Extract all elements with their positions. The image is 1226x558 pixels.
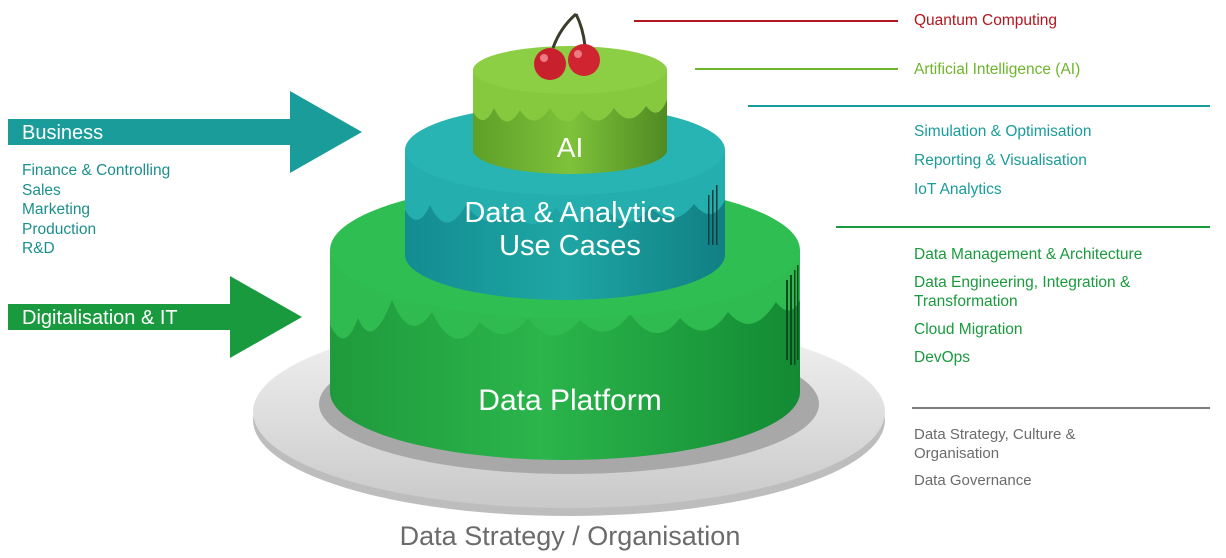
cherry-icon xyxy=(534,12,600,80)
ai-rule xyxy=(695,68,898,70)
footer-caption: Data Strategy / Organisation xyxy=(399,521,741,551)
use-case-item: Simulation & Optimisation xyxy=(914,123,1092,140)
use-cases-rule xyxy=(748,105,1210,107)
use-cases-line-2: Use Cases xyxy=(499,230,641,262)
digitalisation-label: Digitalisation & IT xyxy=(22,307,178,329)
business-label: Business xyxy=(22,122,104,144)
digitalisation-arrow xyxy=(8,276,302,358)
quantum-rule xyxy=(634,20,898,22)
quantum-computing-text: Quantum Computing xyxy=(914,12,1058,29)
strategy-item: Data Strategy, Culture & Organisation xyxy=(914,426,1076,462)
strategy-list: Data Strategy, Culture & Organisation Da… xyxy=(914,425,1164,490)
strategy-item: Data Governance xyxy=(914,472,1032,489)
use-case-item: IoT Analytics xyxy=(914,181,1002,198)
strategy-rule xyxy=(912,407,1210,409)
platform-list: Data Management & Architecture Data Engi… xyxy=(914,245,1214,367)
business-arrow xyxy=(8,91,362,173)
business-unit: Marketing xyxy=(22,201,91,218)
business-unit: R&D xyxy=(22,240,55,257)
platform-item: Data Management & Architecture xyxy=(914,246,1143,263)
platform-item: Data Engineering, Integration & Transfor… xyxy=(914,274,1131,310)
business-units: Finance & Controlling Sales Marketing Pr… xyxy=(22,161,170,259)
platform-item: DevOps xyxy=(914,349,970,366)
data-platform-tier-label: Data Platform xyxy=(478,384,662,417)
business-unit: Production xyxy=(22,220,97,238)
business-unit: Sales xyxy=(22,181,61,199)
business-unit: Finance & Controlling xyxy=(22,162,171,179)
ai-tier-label: AI xyxy=(556,132,584,163)
use-case-item: Reporting & Visualisation xyxy=(914,152,1087,169)
artificial-intelligence-text: Artificial Intelligence (AI) xyxy=(914,61,1081,78)
tier-ai xyxy=(473,46,667,174)
use-cases-tier-label: Data & Analytics Use Cases xyxy=(410,197,730,263)
use-cases-list: Simulation & Optimisation Reporting & Vi… xyxy=(914,122,1091,199)
use-cases-line-1: Data & Analytics xyxy=(464,197,676,229)
platform-item: Cloud Migration xyxy=(914,321,1023,338)
platform-rule xyxy=(836,226,1210,228)
